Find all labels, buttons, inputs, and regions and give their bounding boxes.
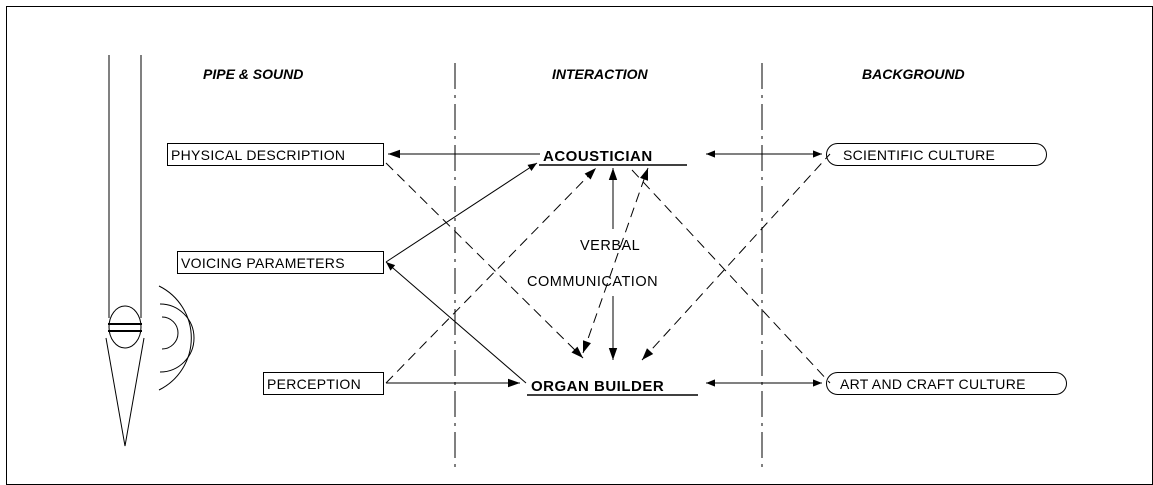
label-scientific-culture: SCIENTIFIC CULTURE: [843, 147, 995, 163]
box-art-craft-culture: [826, 372, 1067, 395]
role-organ-builder: ORGAN BUILDER: [531, 378, 664, 395]
dashed-connectors: [385, 153, 831, 384]
box-physical-description: [167, 143, 384, 166]
label-perception: PERCEPTION: [267, 376, 361, 392]
organ-pipe-drawing: [105, 55, 145, 447]
label-art-craft-culture: ART AND CRAFT CULTURE: [840, 376, 1026, 392]
box-scientific-culture: [826, 143, 1047, 166]
label-physical-description: PHYSICAL DESCRIPTION: [171, 147, 345, 163]
header-interaction: INTERACTION: [552, 66, 649, 82]
label-verbal: VERBAL: [580, 238, 640, 254]
sound-waves-icon: [158, 285, 195, 391]
label-voicing-parameters: VOICING PARAMETERS: [181, 255, 345, 271]
solid-connectors: [385, 149, 822, 388]
header-background: BACKGROUND: [862, 66, 965, 82]
box-perception: [263, 372, 384, 395]
box-voicing-parameters: [177, 251, 384, 274]
header-pipe-sound: PIPE & SOUND: [203, 66, 303, 82]
label-communication: COMMUNICATION: [527, 274, 658, 290]
role-acoustician: ACOUSTICIAN: [543, 148, 653, 165]
